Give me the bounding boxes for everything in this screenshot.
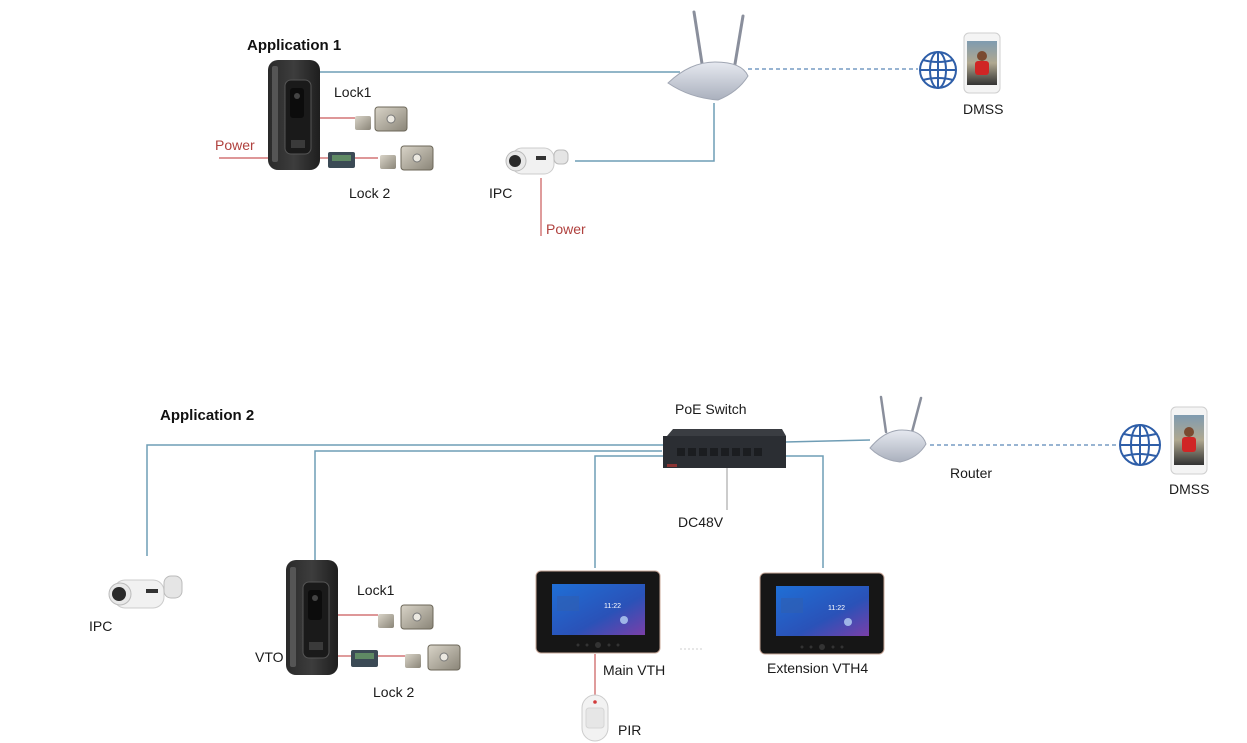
pir-label: PIR — [618, 722, 642, 738]
dmss-label-app2: DMSS — [1169, 481, 1210, 497]
dmss-label-app1: DMSS — [963, 101, 1004, 117]
lock2-device-app1[interactable] — [380, 145, 434, 171]
network-line-ipc-switch — [146, 444, 668, 556]
poe-switch-label: PoE Switch — [675, 401, 747, 417]
application2-title: Application 2 — [160, 407, 255, 424]
lock2-controller-app2[interactable] — [351, 650, 378, 667]
pir-sensor[interactable] — [581, 694, 609, 742]
ipc-camera-app1[interactable] — [505, 147, 569, 175]
main-vth-monitor[interactable]: 11:22 — [535, 570, 661, 654]
router-label: Router — [950, 465, 993, 481]
svg-text:11:22: 11:22 — [828, 605, 845, 612]
dmss-phone-app1[interactable] — [963, 32, 1001, 94]
network-line-mainvth-switch — [594, 455, 668, 568]
ipc-camera-app2[interactable] — [108, 575, 183, 609]
power-label-ipc-app1: Power — [546, 221, 586, 237]
extension-vth-label: Extension VTH4 — [767, 660, 869, 676]
lock1-label-app1: Lock1 — [334, 84, 372, 100]
lock2-controller-app1[interactable] — [328, 152, 355, 168]
network-line-vto-switch — [314, 450, 662, 560]
lock2-label-app1: Lock 2 — [349, 185, 391, 201]
lock2-label-app2: Lock 2 — [373, 684, 415, 700]
application1-title: Application 1 — [247, 37, 342, 54]
extension-vth-monitor[interactable]: 11:22 — [759, 572, 885, 655]
ipc-label-app1: IPC — [489, 185, 513, 201]
app1-connections — [219, 68, 918, 236]
network-line-switch-router — [784, 439, 871, 443]
main-vth-label: Main VTH — [603, 662, 666, 678]
poe-switch-device[interactable] — [663, 429, 786, 468]
network-line-extvth-switch — [785, 455, 824, 568]
globe-icon-app2 — [1119, 424, 1161, 466]
ipc-label-app2: IPC — [89, 618, 113, 634]
vto-label: VTO — [255, 649, 284, 665]
router-app2[interactable] — [869, 395, 927, 463]
dc48v-label: DC48V — [678, 514, 724, 530]
globe-icon-app1 — [919, 51, 957, 89]
network-line-ipc-router — [575, 103, 715, 162]
svg-text:11:22: 11:22 — [604, 603, 621, 610]
app2-connections — [146, 439, 1118, 695]
vto-device-app2[interactable] — [286, 560, 338, 675]
dmss-phone-app2[interactable] — [1170, 406, 1208, 475]
lock1-device-app1[interactable] — [355, 106, 408, 132]
power-label-vto-app1: Power — [215, 137, 255, 153]
vto-device-app1[interactable] — [268, 60, 320, 170]
lock1-device-app2[interactable] — [378, 604, 434, 630]
lock2-device-app2[interactable] — [405, 644, 461, 671]
lock1-label-app2: Lock1 — [357, 582, 395, 598]
router-app1[interactable] — [667, 10, 749, 101]
